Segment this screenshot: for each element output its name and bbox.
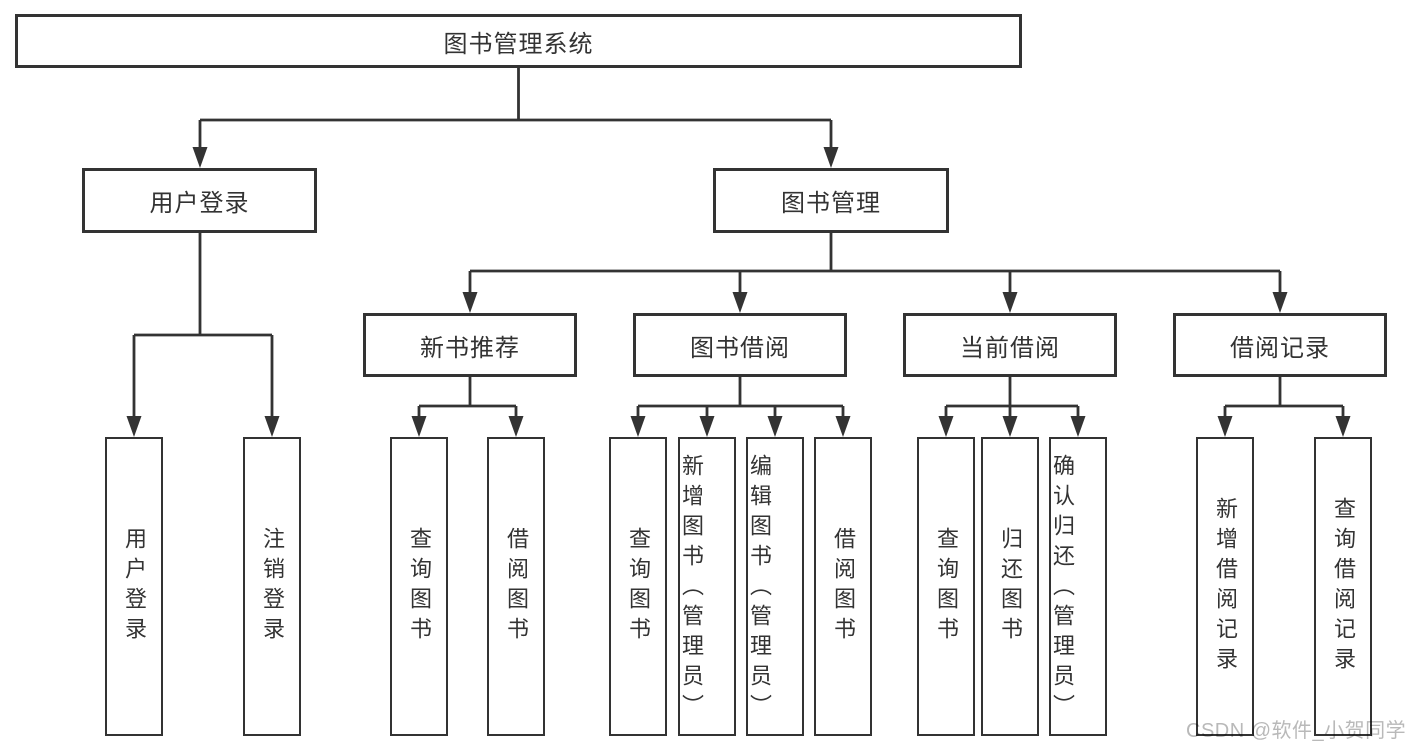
connector-root <box>192 68 839 168</box>
leaf-query-books-recommend: 查询图书 <box>390 437 448 736</box>
leaf-user-login-label: 用户登录 <box>122 526 147 647</box>
node-book-management-label: 图书管理 <box>781 190 881 217</box>
node-new-book-recommend-label: 新书推荐 <box>420 334 520 362</box>
leaf-borrow-books-recommend-label: 借阅图书 <box>504 526 529 647</box>
leaf-borrow-books-label: 借阅图书 <box>831 526 856 647</box>
leaf-return-book: 归还图书 <box>981 437 1039 736</box>
leaf-edit-book-admin-label: 编辑图书（管理员） <box>747 453 772 724</box>
leaf-confirm-return-admin: 确认归还（管理员） <box>1049 437 1107 736</box>
connector-current-borrow <box>938 377 1086 437</box>
node-current-borrow: 当前借阅 <box>903 313 1117 377</box>
node-current-borrow-label: 当前借阅 <box>960 334 1060 362</box>
connector-user-login <box>126 233 280 437</box>
csdn-watermark: CSDN @软件_小贺同学 <box>1186 720 1405 742</box>
node-book-management: 图书管理 <box>713 168 949 233</box>
connector-book-management <box>462 233 1288 313</box>
leaf-add-borrow-record: 新增借阅记录 <box>1196 437 1254 736</box>
leaf-query-books-current-label: 查询图书 <box>934 526 959 647</box>
leaf-logout: 注销登录 <box>243 437 301 736</box>
node-borrow-records-label: 借阅记录 <box>1230 334 1330 362</box>
leaf-borrow-books-recommend: 借阅图书 <box>487 437 545 736</box>
leaf-add-book-admin: 新增图书（管理员） <box>678 437 736 736</box>
node-root-label: 图书管理系统 <box>443 30 594 58</box>
node-new-book-recommend: 新书推荐 <box>363 313 577 377</box>
leaf-query-books-recommend-label: 查询图书 <box>407 526 432 647</box>
node-book-borrow-label: 图书借阅 <box>690 334 790 362</box>
leaf-query-books-borrow: 查询图书 <box>609 437 667 736</box>
leaf-borrow-books: 借阅图书 <box>814 437 872 736</box>
connector-new-book <box>411 377 524 437</box>
node-user-login: 用户登录 <box>82 168 317 233</box>
leaf-logout-label: 注销登录 <box>260 526 285 647</box>
leaf-add-book-admin-label: 新增图书（管理员） <box>679 453 704 724</box>
leaf-query-borrow-record: 查询借阅记录 <box>1314 437 1372 736</box>
connector-book-borrow <box>630 377 851 437</box>
leaf-edit-book-admin: 编辑图书（管理员） <box>746 437 804 736</box>
node-root: 图书管理系统 <box>15 14 1022 68</box>
leaf-add-borrow-record-label: 新增借阅记录 <box>1213 496 1238 677</box>
leaf-query-books-borrow-label: 查询图书 <box>626 526 651 647</box>
leaf-query-books-current: 查询图书 <box>917 437 975 736</box>
node-borrow-records: 借阅记录 <box>1173 313 1387 377</box>
node-user-login-label: 用户登录 <box>149 190 250 217</box>
leaf-return-book-label: 归还图书 <box>998 526 1023 647</box>
leaf-user-login: 用户登录 <box>105 437 163 736</box>
leaf-query-borrow-record-label: 查询借阅记录 <box>1331 496 1356 677</box>
node-book-borrow: 图书借阅 <box>633 313 847 377</box>
connector-borrow-records <box>1217 377 1351 437</box>
leaf-confirm-return-admin-label: 确认归还（管理员） <box>1050 453 1075 724</box>
